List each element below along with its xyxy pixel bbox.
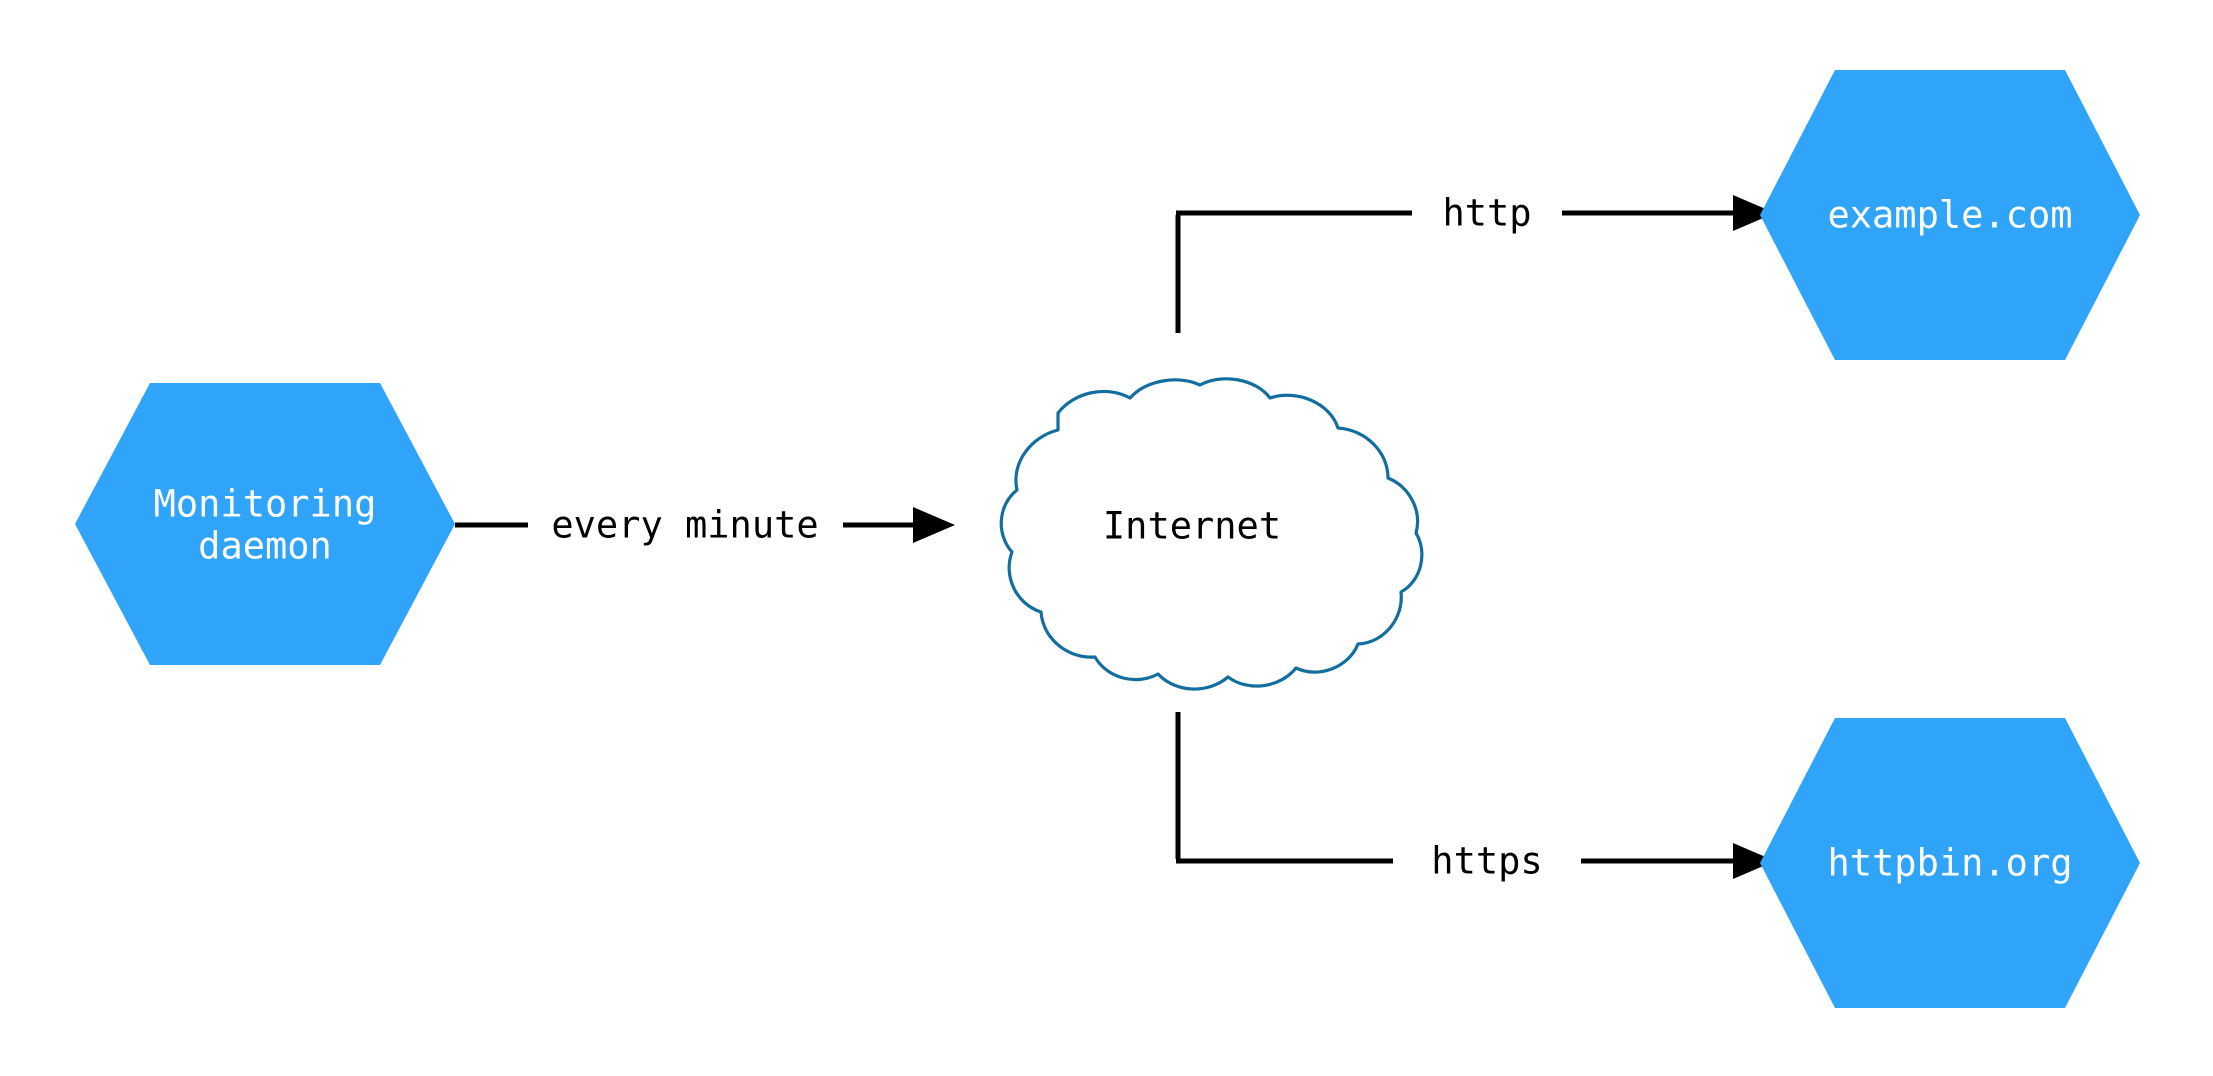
edge-label-http: http (1442, 192, 1531, 235)
hexagon-shape (1760, 70, 2140, 360)
edge-label-https: https (1431, 840, 1542, 883)
node-internet[interactable]: Internet (999, 377, 1424, 691)
edge-internet-to-httpbin: https (1175, 712, 1775, 883)
node-label-httpbin-org: httpbin.org (1827, 842, 2072, 885)
node-label-line-1: Monitoring (154, 483, 377, 526)
cloud-shape (999, 377, 1424, 691)
edge-daemon-to-internet: every minute (455, 504, 955, 547)
arrow-head-icon (1733, 195, 1775, 231)
edge-label-every-minute: every minute (551, 504, 818, 547)
node-label-internet: Internet (1103, 505, 1281, 548)
node-monitoring-daemon[interactable]: Monitoring daemon (75, 383, 455, 665)
arrow-head-icon (1733, 843, 1775, 879)
edge-internet-to-example: http (1175, 192, 1775, 333)
node-label-line-2: daemon (198, 525, 332, 568)
arrow-head-icon (913, 507, 955, 543)
node-example-com[interactable]: example.com (1760, 70, 2140, 360)
node-httpbin-org[interactable]: httpbin.org (1760, 718, 2140, 1008)
hexagon-shape (1760, 718, 2140, 1008)
node-label-example-com: example.com (1827, 194, 2072, 237)
hexagon-shape (75, 383, 455, 665)
